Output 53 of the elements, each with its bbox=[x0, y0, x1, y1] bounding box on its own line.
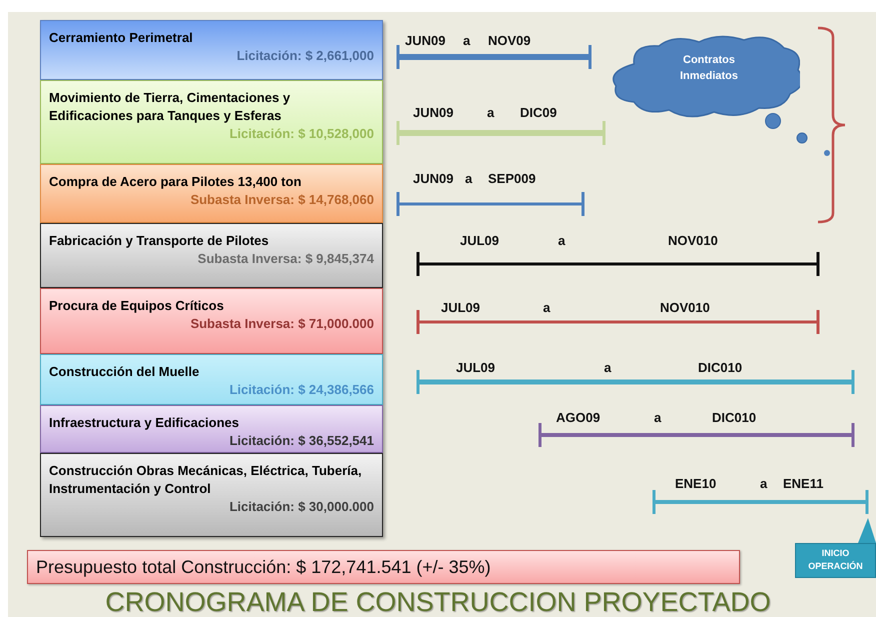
date-label: DIC010 bbox=[698, 360, 742, 376]
budget-box bbox=[27, 550, 740, 584]
task-cost: Licitación: $ 2,661,000 bbox=[236, 47, 374, 65]
date-label: JUN09 bbox=[413, 171, 454, 187]
cloud-text: Contratos Inmediatos bbox=[678, 53, 740, 84]
date-label: a bbox=[465, 171, 472, 187]
date-label: SEP009 bbox=[488, 171, 536, 187]
date-label: NOV010 bbox=[660, 300, 710, 316]
date-label: DIC09 bbox=[520, 105, 557, 121]
task-title: Construcción Obras Mecánicas, Eléctrica, Tubería, Instrumentación y Control bbox=[49, 462, 363, 498]
task-box bbox=[40, 354, 383, 405]
date-label: JUN09 bbox=[413, 105, 454, 121]
task-cost: Licitación: $ 24,386,566 bbox=[229, 381, 374, 399]
date-label: ENE11 bbox=[783, 476, 824, 492]
date-label: JUL09 bbox=[441, 300, 480, 316]
task-box bbox=[40, 223, 383, 288]
date-label: a bbox=[558, 233, 566, 249]
date-label: a bbox=[604, 360, 612, 376]
date-label: a bbox=[543, 300, 550, 316]
budget-text: Presupuesto total Construcción: $ 172,741.541 (+/- 35%) bbox=[36, 556, 491, 579]
task-title: Compra de Acero para Pilotes 13,400 ton bbox=[49, 173, 302, 191]
date-label: a bbox=[487, 105, 494, 121]
date-label: a bbox=[760, 476, 768, 492]
task-box bbox=[40, 20, 383, 80]
task-box bbox=[40, 288, 383, 354]
task-title: Infraestructura y Edificaciones bbox=[49, 414, 240, 432]
task-title: Cerramiento Perimetral bbox=[49, 29, 194, 47]
date-label: a bbox=[654, 410, 662, 426]
date-label: DIC010 bbox=[712, 410, 756, 426]
task-box bbox=[40, 405, 383, 453]
task-title: Construcción del Muelle bbox=[49, 363, 200, 381]
date-label: NOV09 bbox=[488, 33, 531, 49]
task-cost: Subasta Inversa: $ 71,000.000 bbox=[190, 315, 374, 333]
date-label: a bbox=[463, 33, 470, 49]
task-title: Procura de Equipos Críticos bbox=[49, 297, 225, 315]
date-label: JUL09 bbox=[456, 360, 496, 376]
task-box bbox=[40, 453, 383, 537]
callout-text: INICIO OPERACIÓN bbox=[807, 547, 864, 573]
task-title: Fabricación y Transporte de Pilotes bbox=[49, 232, 270, 250]
date-label: JUN09 bbox=[405, 33, 446, 49]
page-title: CRONOGRAMA DE CONSTRUCCION PROYECTADO bbox=[104, 586, 772, 617]
task-title: Movimiento de Tierra, Cimentaciones y Edificaciones para Tanques y Esferas bbox=[49, 89, 292, 125]
date-label: ENE10 bbox=[675, 476, 716, 492]
task-cost: Subasta Inversa: $ 9,845,374 bbox=[198, 250, 374, 268]
task-cost: Subasta Inversa: $ 14,768,060 bbox=[190, 191, 374, 209]
task-cost: Licitación: $ 36,552,541 bbox=[229, 432, 374, 450]
date-label: AGO09 bbox=[556, 410, 600, 426]
task-cost: Licitación: $ 30,000.000 bbox=[229, 498, 374, 516]
task-cost: Licitación: $ 10,528,000 bbox=[229, 125, 374, 143]
date-label: JUL09 bbox=[460, 233, 500, 249]
task-box bbox=[40, 164, 383, 223]
date-label: NOV010 bbox=[668, 233, 718, 249]
task-box bbox=[40, 80, 383, 164]
